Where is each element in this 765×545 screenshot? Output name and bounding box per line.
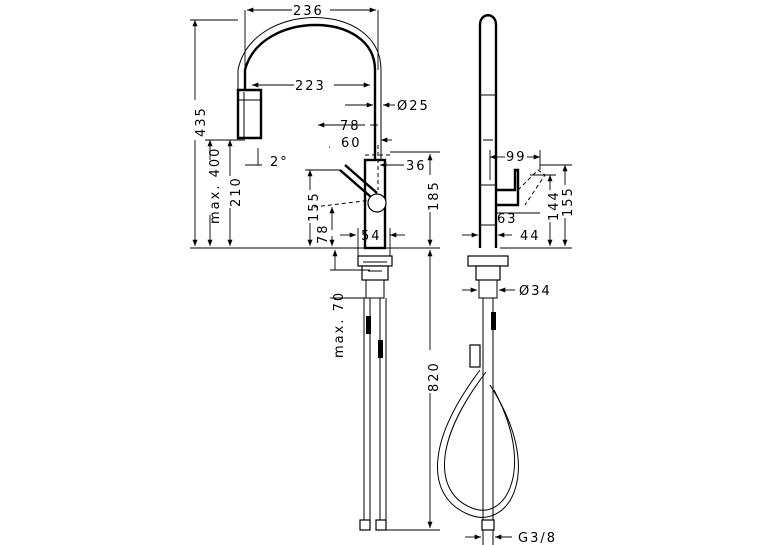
dim-155-front: 155 <box>307 191 322 222</box>
dim-54: 54 <box>361 229 382 244</box>
side-mounting-plate <box>467 255 509 267</box>
dim-max-70: max. 70 <box>332 291 347 358</box>
dim-144: 144 <box>547 190 562 221</box>
dim-max-400: max. 400 <box>208 147 223 224</box>
side-hose-fitting <box>481 519 495 531</box>
dim-78-top: 78 <box>340 119 361 134</box>
dim-diameter-34: Ø34 <box>519 284 552 299</box>
side-view: 99 63 144 155 44 Ø34 G3/8 <box>437 14 576 545</box>
side-spout <box>478 14 498 248</box>
side-lever <box>496 168 520 207</box>
dim-36: 36 <box>406 159 427 174</box>
dim-99: 99 <box>506 150 527 165</box>
hose-weight <box>469 344 481 368</box>
shank <box>365 279 385 299</box>
mounting-plate <box>357 255 393 267</box>
dim-155-side: 155 <box>561 186 576 217</box>
dim-236: 236 <box>293 4 324 19</box>
dim-60: 60 <box>341 136 362 151</box>
hose-fitting-left <box>359 519 371 531</box>
dim-210: 210 <box>229 176 244 207</box>
spray-head <box>236 88 263 140</box>
dim-185: 185 <box>427 180 442 211</box>
dim-63: 63 <box>497 212 518 227</box>
dim-820: 820 <box>427 361 442 392</box>
dim-thread-g38: G3/8 <box>518 531 557 545</box>
dim-435: 435 <box>194 106 209 137</box>
front-view: 236 223 Ø25 78 60 36 435 max. 400 210 <box>190 4 442 531</box>
hose-loop <box>437 369 519 518</box>
dim-78-lower: 78 <box>316 223 331 244</box>
dim-223: 223 <box>295 79 326 94</box>
hose-fitting-right <box>375 519 387 531</box>
lever-hub <box>367 193 387 213</box>
dim-angle-2: 2° <box>270 155 289 170</box>
dim-44: 44 <box>520 229 541 244</box>
spout-arc <box>243 23 377 160</box>
dim-diameter-25: Ø25 <box>397 99 430 114</box>
lever-handle <box>339 169 373 199</box>
